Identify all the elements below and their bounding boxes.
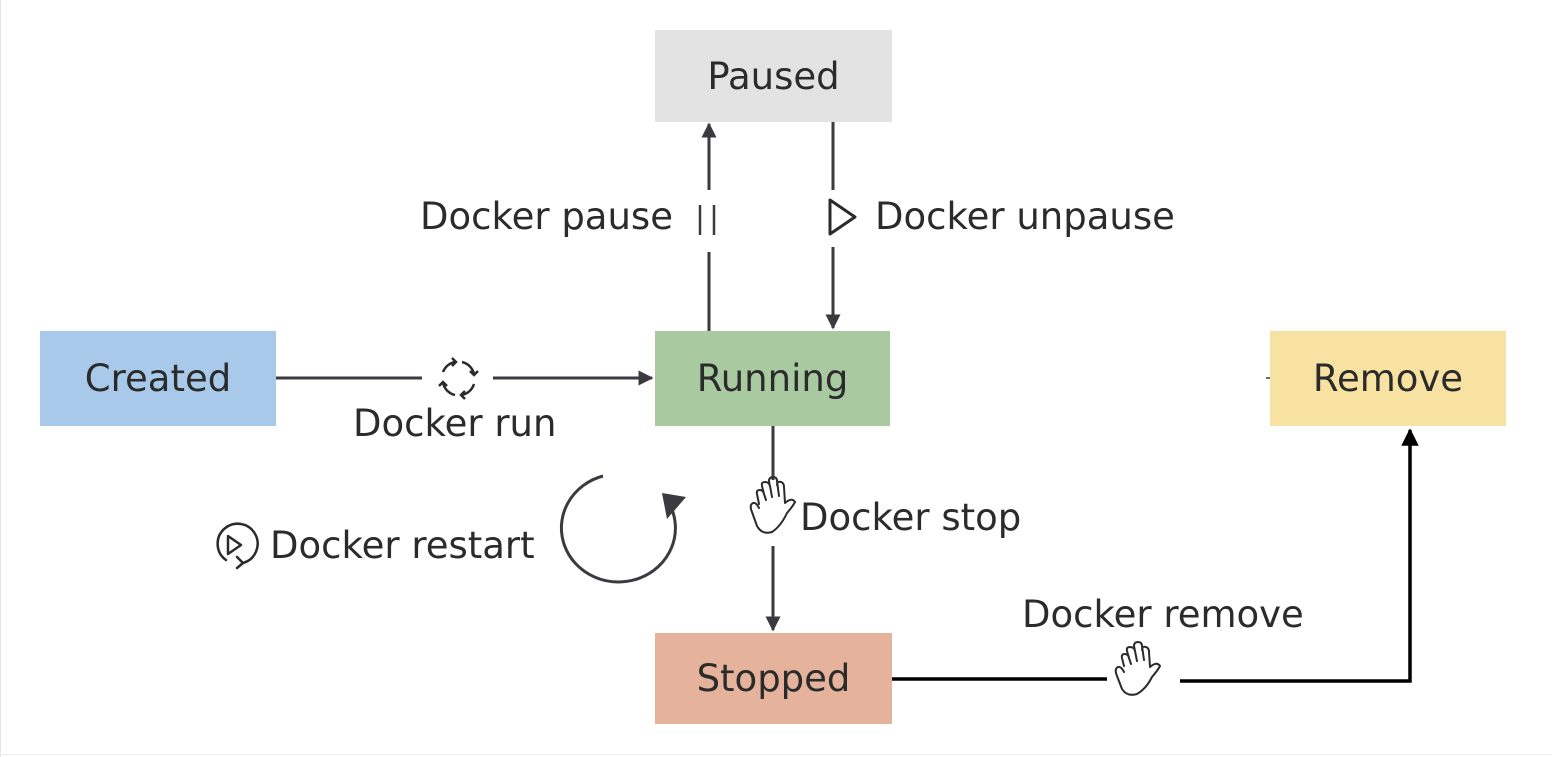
restart-circular-arrow — [559, 474, 677, 584]
label-docker-restart: Docker restart — [270, 524, 535, 567]
restart-arrowhead — [662, 493, 686, 519]
refresh-cycle-icon — [438, 357, 479, 400]
label-docker-unpause: Docker unpause — [875, 195, 1175, 238]
pause-icon — [698, 205, 716, 235]
hand-stop-icon — [749, 476, 796, 534]
state-running: Running — [655, 331, 890, 426]
label-docker-remove: Docker remove — [1022, 593, 1304, 636]
label-docker-run: Docker run — [353, 402, 557, 445]
remove-arrow-line-right — [1180, 428, 1419, 683]
label-docker-stop: Docker stop — [800, 496, 1022, 539]
hand-stop-icon-remove — [1114, 641, 1161, 696]
frame-left-edge — [0, 0, 1, 757]
frame-bottom-edge — [0, 754, 1552, 755]
state-stopped: Stopped — [655, 633, 892, 724]
state-paused: Paused — [655, 30, 892, 122]
state-remove: Remove — [1270, 331, 1506, 426]
restart-play-icon — [216, 522, 259, 570]
play-triangle-icon — [828, 198, 857, 236]
state-created: Created — [40, 331, 276, 426]
label-docker-pause: Docker pause — [420, 195, 673, 238]
